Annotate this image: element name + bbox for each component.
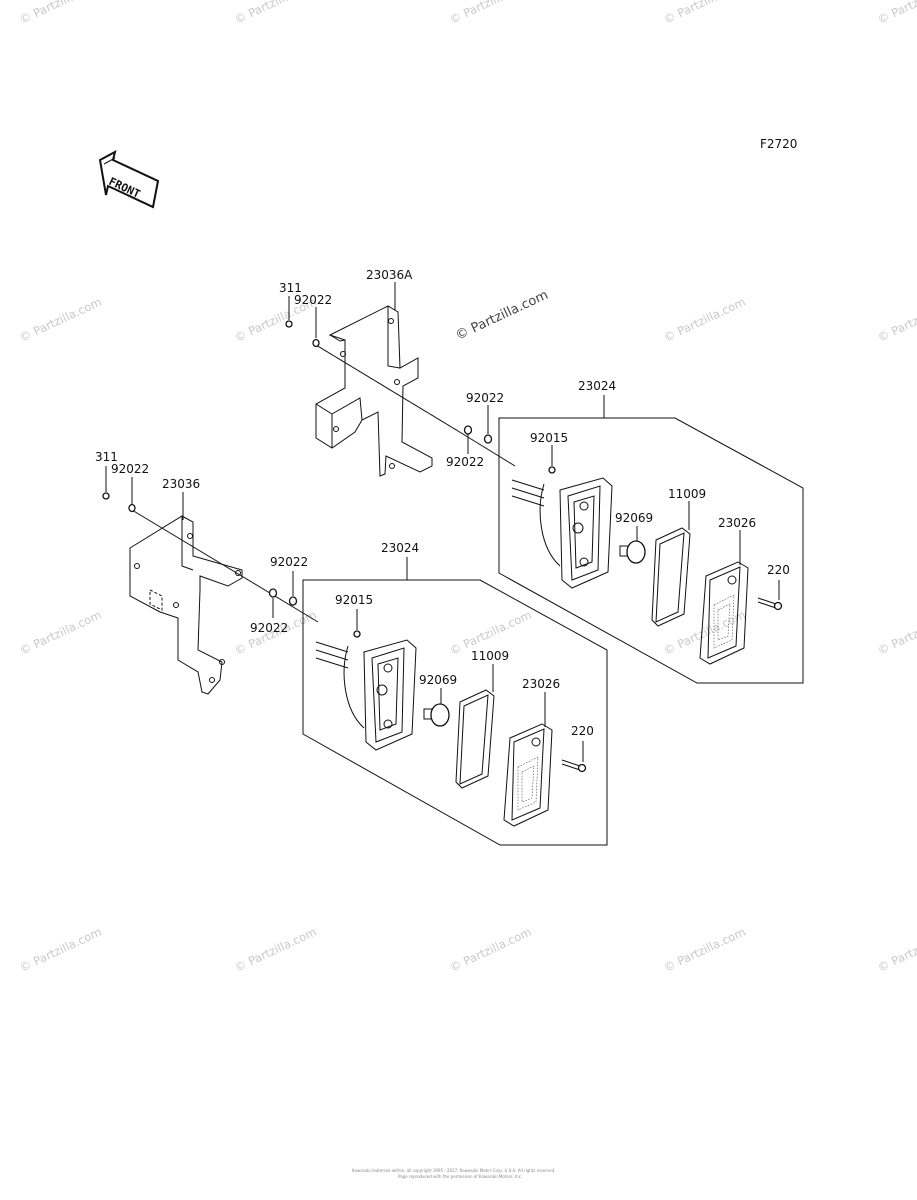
label-upper-92022-b: 92022 [466,391,504,405]
label-lower-11009: 11009 [471,649,509,663]
label-lower-23024: 23024 [381,541,419,555]
lower-nut-311 [102,492,110,500]
label-lower-23026: 23026 [522,677,560,691]
upper-screw [757,580,783,611]
upper-nut-92015 [548,466,556,474]
watermark: © Partzilla.com [661,0,747,27]
watermark: © Partzilla.com [875,925,917,975]
watermark: © Partzilla.com [875,608,917,658]
label-lower-23036: 23036 [162,477,200,491]
watermark: © Partzilla.com [661,608,747,658]
label-upper-92022-a: 92022 [294,293,332,307]
label-upper-11009: 11009 [668,487,706,501]
upper-gasket [651,527,691,627]
upper-assembly [285,282,804,684]
lower-bulb [423,703,450,727]
lower-washer-c [288,596,298,606]
upper-washer-c [483,434,493,444]
label-upper-23024: 23024 [578,379,616,393]
diagram-code: F2720 [760,137,797,151]
watermark: © Partzilla.com [232,0,318,27]
lower-gasket [455,689,495,789]
watermark: © Partzilla.com [17,608,103,658]
lower-nut-92015 [353,630,361,638]
front-arrow-icon: FRONT [98,150,160,209]
watermark: © Partzilla.com [232,925,318,975]
footer-copyright: Kawasaki materials within, all copyright… [352,1168,556,1173]
label-lower-92022-b: 92022 [270,555,308,569]
watermark: © Partzilla.com [661,295,747,345]
label-lower-92015: 92015 [335,593,373,607]
lower-screw [561,741,587,773]
watermark: © Partzilla.com [447,925,533,975]
watermark: © Partzilla.com [17,925,103,975]
lower-bracket [129,515,243,695]
upper-bracket [315,305,433,477]
watermark: © Partzilla.com [875,295,917,345]
watermark: © Partzilla.com [661,925,747,975]
lower-washer-b [268,588,278,598]
watermark: © Partzilla.com [17,295,103,345]
label-upper-23036A: 23036A [366,268,413,282]
watermark: © Partzilla.com [17,0,103,27]
lower-lamp-housing [315,639,417,751]
upper-washer-a [312,338,320,348]
label-lower-92022-c: 92022 [250,621,288,635]
watermark: © Partzilla.com [447,0,533,27]
label-lower-220: 220 [571,724,594,738]
label-upper-92069: 92069 [615,511,653,525]
label-upper-92022-c: 92022 [446,455,484,469]
upper-bulb [619,540,646,564]
upper-washer-b [463,425,473,435]
label-upper-23026: 23026 [718,516,756,530]
upper-lamp-housing [511,477,613,589]
part-labels: 311 92022 23036A 92022 92022 23024 92015… [95,268,790,738]
watermark-center: © Partzilla.com [453,288,550,344]
label-upper-220: 220 [767,563,790,577]
footer-permission: Page reproduced with the permission of K… [398,1174,522,1179]
label-lower-92022-a: 92022 [111,462,149,476]
upper-lens [699,561,749,665]
label-lower-311: 311 [95,450,118,464]
upper-nut-311 [285,320,293,328]
lower-lens [503,723,553,827]
watermark: © Partzilla.com [875,0,917,27]
label-upper-311: 311 [279,281,302,295]
lower-assembly [102,466,608,846]
label-lower-92069: 92069 [419,673,457,687]
label-upper-92015: 92015 [530,431,568,445]
lower-washer-a [128,503,136,513]
